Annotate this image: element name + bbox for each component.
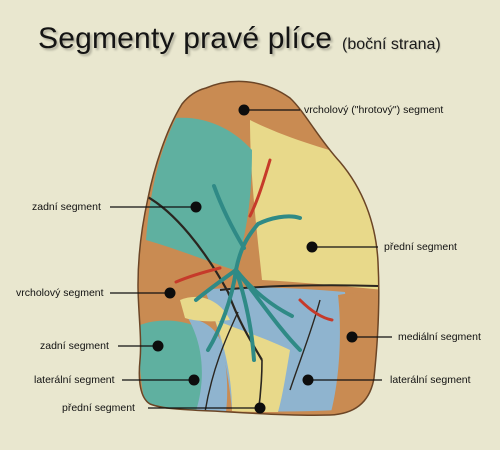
horizontal-fissure xyxy=(219,284,379,291)
dot-medial xyxy=(346,331,358,343)
label-posterior-lower: zadní segment xyxy=(40,340,109,352)
dot-lateral-right xyxy=(302,374,314,386)
yellow-mid-segment xyxy=(180,296,230,322)
lateral-lower-left-segment xyxy=(188,318,228,412)
anterior-lower-segment xyxy=(215,320,290,412)
dot-anterior-lower xyxy=(254,402,266,414)
medial-segment xyxy=(330,292,379,416)
segment-border-right xyxy=(289,299,321,391)
leader-lines xyxy=(110,109,392,409)
dot-posterior-lower xyxy=(152,340,164,352)
label-anterior-upper: přední segment xyxy=(384,241,457,253)
dot-anterior-upper xyxy=(306,241,318,253)
label-posterior-upper: zadní segment xyxy=(32,201,101,213)
bronchial-tree xyxy=(194,184,302,362)
posterior-upper-segment xyxy=(146,117,252,270)
dot-superior-lower xyxy=(164,287,176,299)
label-apical: vrcholový ("hrotový") segment xyxy=(304,104,444,116)
label-medial: mediální segment xyxy=(398,331,481,343)
blood-vessels xyxy=(174,158,334,322)
dot-posterior-upper xyxy=(190,201,202,213)
dot-lateral-left xyxy=(188,374,200,386)
label-anterior-lower: přední segment xyxy=(62,402,135,414)
page-subtitle: (boční strana) xyxy=(342,36,441,53)
marker-dots xyxy=(152,104,358,414)
lung-segments xyxy=(138,81,379,416)
label-lateral-left: laterální segment xyxy=(34,374,115,386)
label-lateral-right: laterální segment xyxy=(390,374,471,386)
segment-border xyxy=(204,311,239,413)
oblique-fissure xyxy=(145,195,263,361)
dot-apical xyxy=(238,104,250,116)
label-superior-lower: vrcholový segment xyxy=(16,287,104,299)
page-title: Segmenty pravé plíce xyxy=(38,22,333,55)
